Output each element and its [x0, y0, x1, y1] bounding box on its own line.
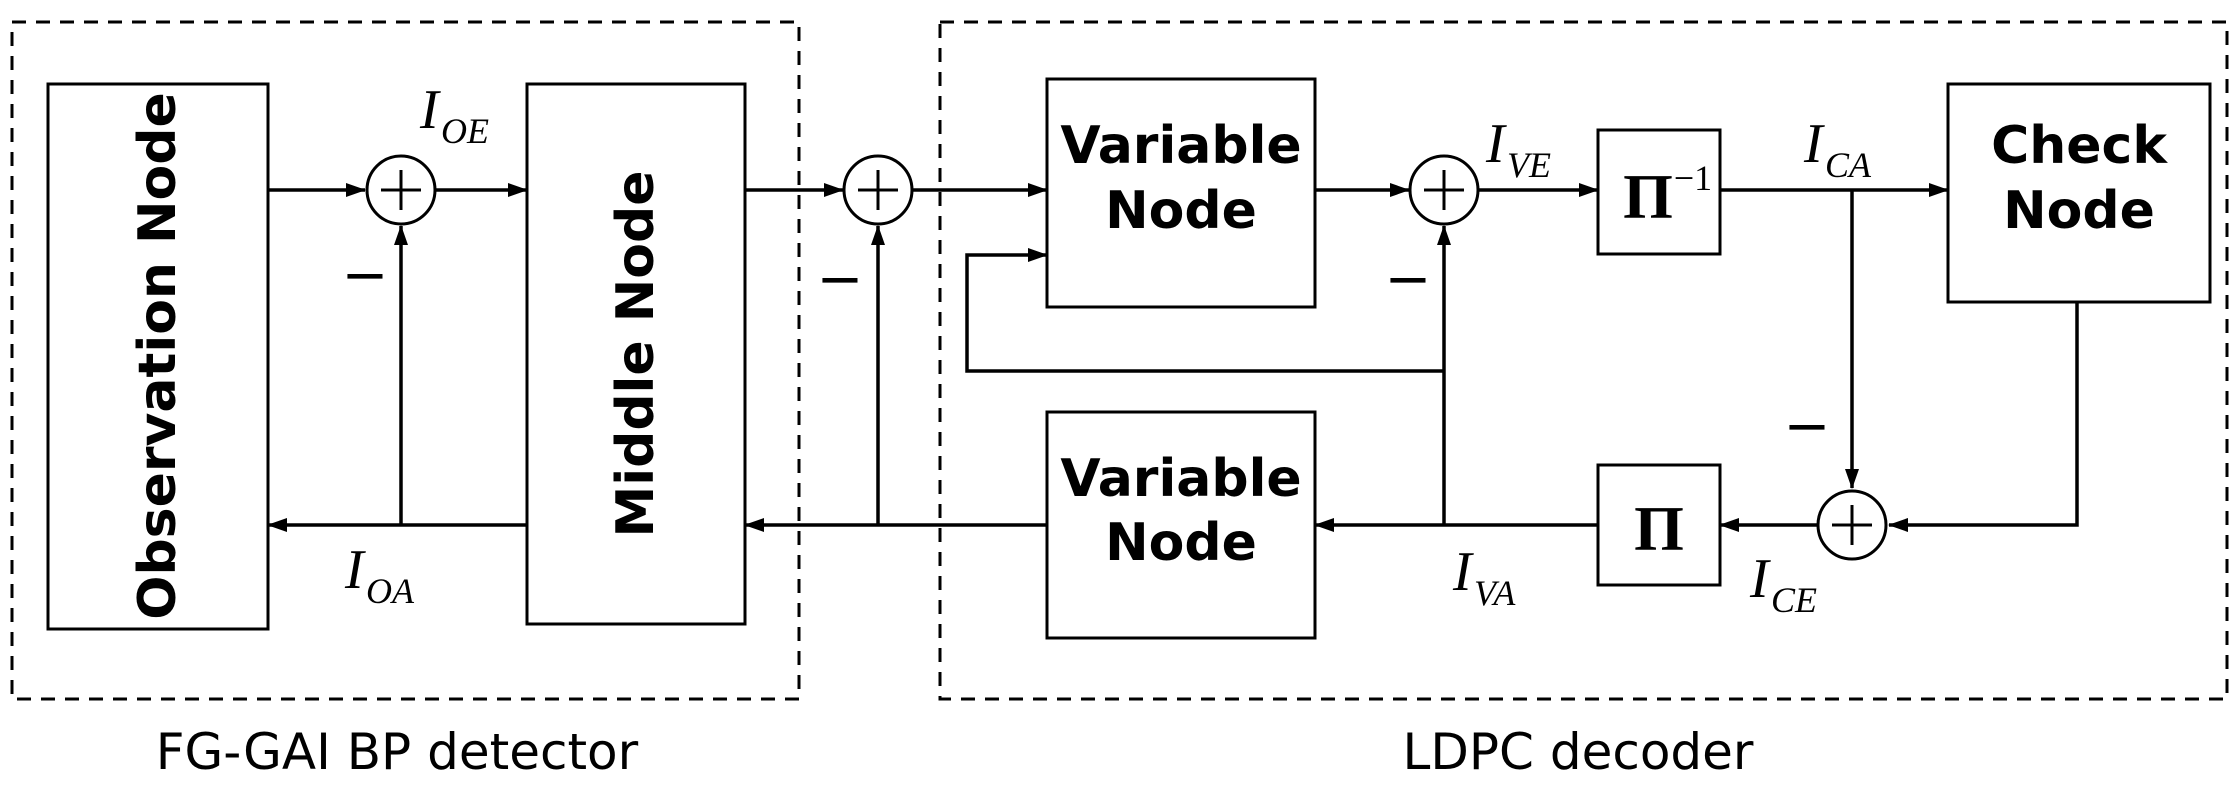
- summing-junction-4: [1816, 489, 1888, 561]
- minus-sign-2: −: [817, 247, 864, 312]
- svg-text:I: I: [1749, 548, 1771, 610]
- signal-label-ice: I CE: [1749, 548, 1817, 620]
- wire-check-to-sum4: [1888, 302, 2079, 532]
- observation-node-label: Observation Node: [128, 92, 188, 620]
- svg-text:VA: VA: [1474, 573, 1516, 613]
- svg-text:CA: CA: [1825, 145, 1872, 185]
- signal-label-ioa: I OA: [344, 539, 415, 611]
- summing-junction-1: [365, 154, 437, 226]
- svg-text:I: I: [1485, 113, 1507, 175]
- minus-sign-1: −: [342, 243, 389, 308]
- signal-label-ica: I CA: [1803, 113, 1872, 185]
- minus-sign-4: −: [1784, 394, 1831, 459]
- middle-node-block: [525, 82, 747, 626]
- svg-text:I: I: [344, 539, 366, 601]
- observation-node-block: [46, 82, 270, 631]
- svg-text:OE: OE: [441, 111, 489, 151]
- deinterleaver-symbol: Π: [1623, 161, 1673, 232]
- middle-node-label: Middle Node: [606, 171, 666, 538]
- detector-group: [10, 20, 801, 701]
- check-node-label-line1: Check: [1991, 116, 2168, 176]
- detector-caption: FG-GAI BP detector: [156, 723, 639, 781]
- svg-text:I: I: [419, 79, 441, 141]
- svg-text:VE: VE: [1507, 145, 1551, 185]
- deinterleaver-exponent: −1: [1674, 158, 1712, 198]
- interleaver-symbol: Π: [1634, 493, 1684, 564]
- decoder-group: [938, 20, 2229, 701]
- variable-node-bottom-label-line1: Variable: [1060, 449, 1301, 509]
- signal-label-iva: I VA: [1452, 541, 1516, 613]
- svg-text:CE: CE: [1771, 580, 1817, 620]
- svg-text:I: I: [1452, 541, 1474, 603]
- summing-junction-3: [1408, 154, 1480, 226]
- variable-node-bottom-label-line2: Node: [1105, 513, 1257, 573]
- minus-sign-3: −: [1385, 247, 1432, 312]
- wire-feedback-to-varnode: [965, 248, 1444, 373]
- decoder-caption: LDPC decoder: [1403, 723, 1754, 781]
- check-node-label-line2: Node: [2003, 181, 2155, 241]
- check-node-block: [1946, 82, 2212, 304]
- summing-junction-2: [842, 154, 914, 226]
- svg-text:I: I: [1803, 113, 1825, 175]
- signal-label-ive: I VE: [1485, 113, 1551, 185]
- variable-node-top-block: [1045, 77, 1317, 309]
- svg-text:OA: OA: [366, 571, 415, 611]
- variable-node-top-label-line2: Node: [1105, 181, 1257, 241]
- variable-node-top-label-line1: Variable: [1060, 116, 1301, 176]
- signal-label-ioe: I OE: [419, 79, 489, 151]
